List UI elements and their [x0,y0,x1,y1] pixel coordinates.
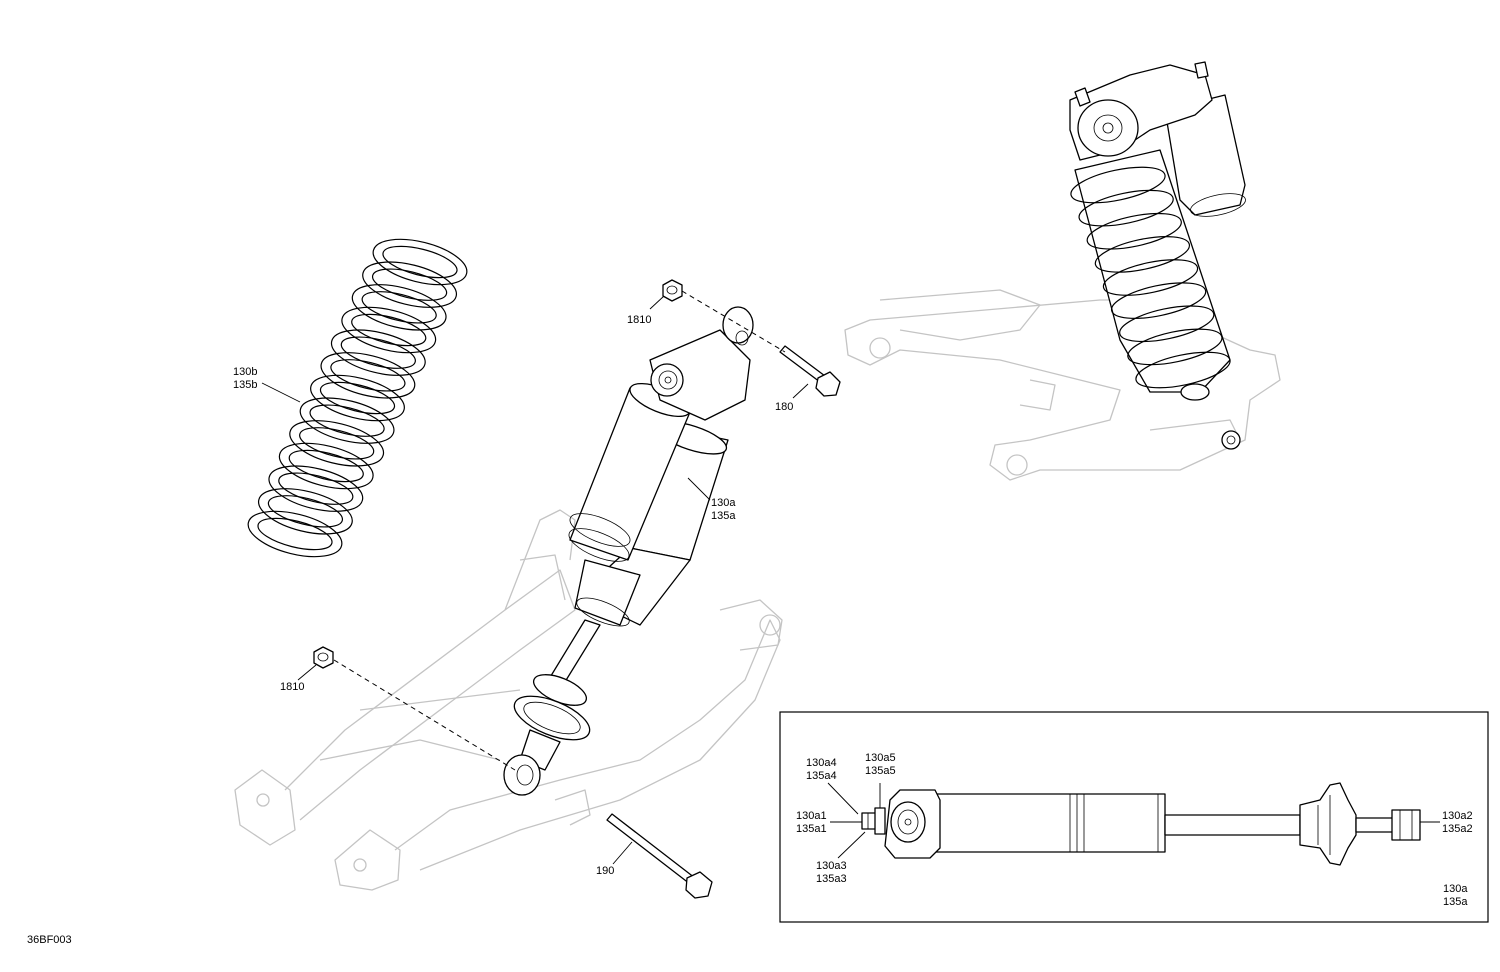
callout-shock-line1: 130a [711,497,736,509]
callout-spring-line1: 130b [233,366,258,378]
spring-coil-turn [299,397,395,444]
spring-coil-turn [340,336,416,369]
assembled-spring-coil-turn [1127,328,1223,366]
spring-coil-turn [382,245,458,279]
callout-spring: 130b 135b [233,366,257,392]
callout-a2: 130a2 135a2 [1442,810,1473,836]
upper-bolt [779,345,841,397]
spring-coil-turn [330,329,426,376]
swing-arm-ghost-left [234,509,783,891]
spring-coil-turn [320,352,416,399]
spring-coil-turn [361,291,437,324]
spring-coil-turn [247,510,343,558]
spring-coil-turn [362,261,458,308]
callout-a4: 130a4 135a4 [806,757,837,783]
spring-coil-turn [278,472,354,505]
callout-shock: 130a 135a [711,497,735,523]
callout-bolt-top-line1: 180 [775,401,794,413]
spring-coil-turn [371,268,448,301]
assembled-view [844,61,1281,481]
assembled-spring-coil-turn [1078,189,1174,227]
assembled-spring-coil-turn [1070,166,1166,204]
callout-a2-line1: 130a2 [1442,810,1473,822]
spring-coil-turn [289,420,385,467]
detail-inset-frame [779,711,1489,923]
spring-coil-turn [330,359,406,392]
shock-absorber [503,306,754,796]
callout-assembly: 130a 135a [1443,883,1467,909]
callout-nut-bottom-line1: 1810 [280,681,305,693]
lower-axis-line [333,659,516,771]
flange-nut-bottom [313,646,334,669]
callout-nut-bottom: 1810 [280,681,304,694]
callout-assembly-line2: 135a [1443,896,1468,908]
spring-coil-turn [310,374,405,422]
callout-spring-line2: 135b [233,379,258,391]
spring-coil-turn [268,465,364,512]
spring-coil-turn [257,488,353,535]
assembled-spring-coil-turn [1135,351,1231,389]
spring-coil-turn [288,449,364,483]
spring-coil-turn [278,442,374,490]
assembled-spring-coil-turn [1086,212,1182,250]
callout-a3: 130a3 135a3 [816,860,847,886]
callout-a1: 130a1 135a1 [796,810,827,836]
spring-coil-turn [257,517,333,551]
assembled-spring-coil-turn [1102,259,1199,296]
spring-coil-turn [319,381,396,415]
callout-bolt-top: 180 [775,401,793,414]
assembled-spring-coil-turn [1110,282,1207,319]
callout-bolt-bottom-line1: 190 [596,865,615,877]
spring-coil-turn [299,427,375,460]
assembled-spring-coil-turn [1119,305,1215,343]
spring-coil-turn [341,306,437,354]
callout-shock-line2: 135a [711,510,736,522]
leader-lines [261,295,1440,865]
spring-coil-turn [267,495,344,528]
callout-a3-line1: 130a3 [816,860,847,872]
callout-nut-top-line1: 1810 [627,314,652,326]
callout-bolt-bottom: 190 [596,865,614,878]
coil-spring [247,238,468,558]
callout-a4-line2: 135a4 [806,770,837,782]
callout-a5-line1: 130a5 [865,752,896,764]
spring-coil-turn [351,313,427,347]
spring-coil-turn [309,404,385,437]
spring-coil-turn [372,238,468,286]
spring-coil-turn [351,284,447,331]
callout-nut-top: 1810 [627,314,651,327]
callout-a4-line1: 130a4 [806,757,837,769]
flange-nut-top [662,279,683,302]
callout-a5-line2: 135a5 [865,765,896,777]
callout-a3-line2: 135a3 [816,873,847,885]
callout-a1-line1: 130a1 [796,810,827,822]
callout-a1-line2: 135a1 [796,823,827,835]
upper-axis-line [681,290,786,353]
callout-a5: 130a5 135a5 [865,752,896,778]
detail-shock-side-view [861,782,1421,866]
assembled-spring-coil-turn [1094,236,1191,273]
callout-a2-line2: 135a2 [1442,823,1473,835]
callout-assembly-line1: 130a [1443,883,1468,895]
lower-bolt [606,813,713,899]
diagram-code: 36BF003 [27,934,72,946]
